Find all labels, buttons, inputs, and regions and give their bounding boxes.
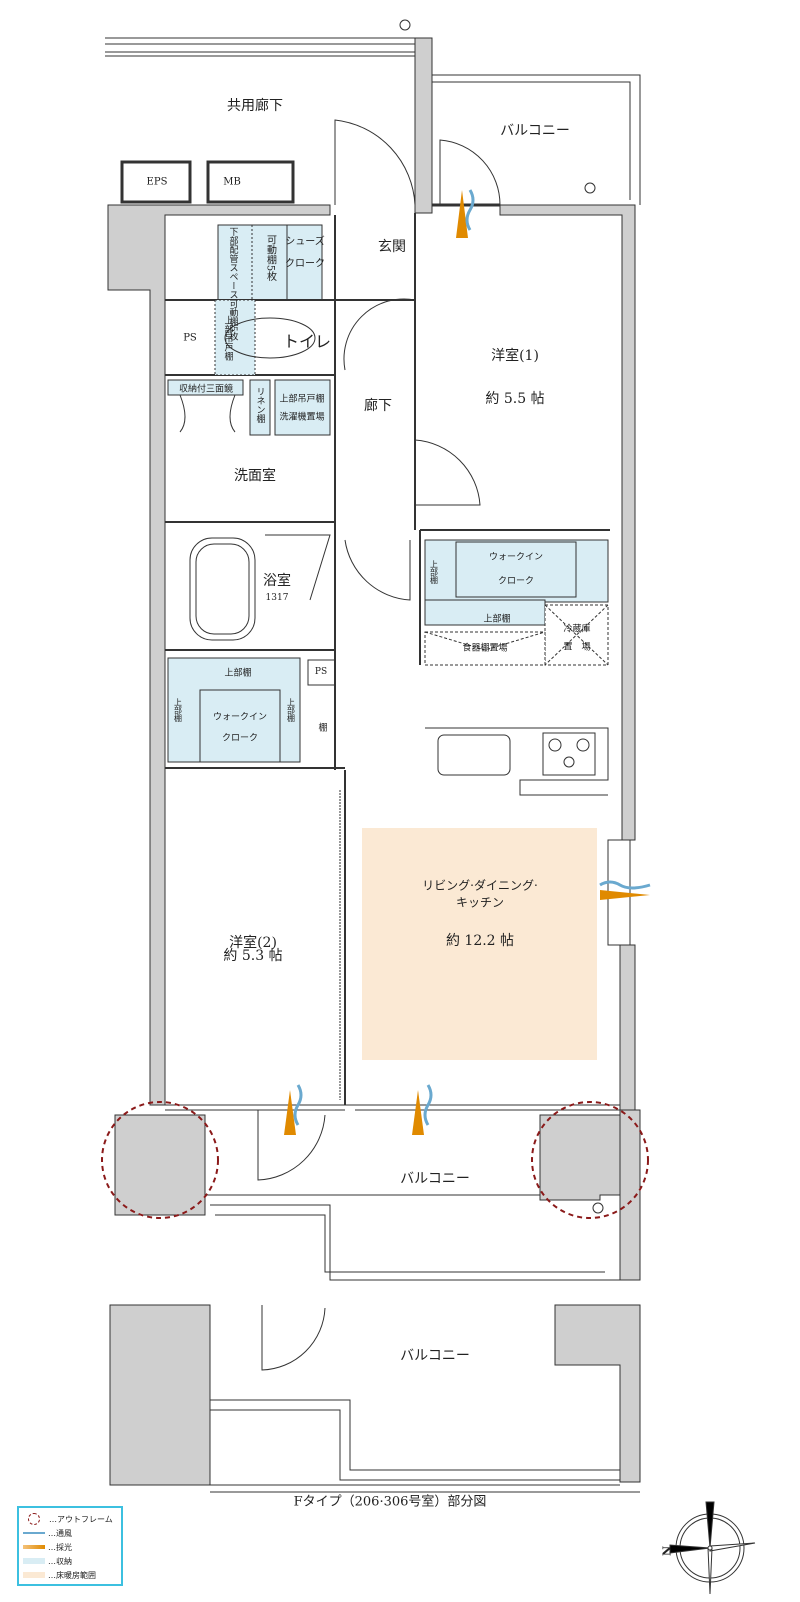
- label-balcony-lower: バルコニー: [400, 1348, 470, 1364]
- label-fridge-2: 置 場: [563, 642, 591, 653]
- bathtub: [189, 537, 256, 641]
- label-wic1-upper-side: 上部棚: [429, 560, 439, 584]
- label-bathroom: 浴室: [263, 573, 291, 589]
- label-balcony-bottom: バルコニー: [400, 1171, 470, 1187]
- label-entrance: 玄関: [378, 239, 406, 255]
- lower-wall-left: [109, 1304, 211, 1486]
- sink: [437, 734, 511, 776]
- label-shoes-cloak-2: クローク: [285, 258, 325, 270]
- label-wic2-1: ウォークイン: [212, 712, 268, 723]
- label-eps: EPS: [146, 176, 168, 188]
- wall-column: [414, 37, 433, 214]
- label-storage-mirror: 収納付三面鏡: [178, 384, 234, 395]
- legend-label: …アウトフレーム: [49, 1514, 113, 1524]
- storage-swatch-icon: [23, 1558, 45, 1564]
- legend-item-floor-heating: …床暖房範囲: [23, 1568, 117, 1582]
- label-under-pipe: 下部配管スペース可動棚5枚: [227, 227, 238, 341]
- storage-top: [217, 224, 323, 301]
- label-ldk-size: 約 12.2 帖: [445, 933, 515, 949]
- kitchen-counter: [425, 727, 609, 796]
- floor-heating-area: [362, 828, 597, 1060]
- label-western1: 洋室(1): [491, 348, 539, 364]
- legend: …アウトフレーム …通風 …採光 …収納 …床暖房範囲: [17, 1506, 123, 1586]
- lower-wall-right: [554, 1304, 641, 1483]
- eps-box: [120, 160, 192, 204]
- dashed-circle-icon: [28, 1513, 40, 1525]
- label-washer: 洗濯機置場: [279, 412, 325, 423]
- legend-label: …採光: [48, 1542, 72, 1552]
- storage-laundry: [167, 379, 244, 396]
- label-wic2-upper-left: 上部棚: [173, 698, 183, 722]
- label-western1-size: 約 5.5 帖: [485, 391, 545, 407]
- balcony-top-outline: [432, 74, 641, 205]
- label-toilet: トイレ: [282, 332, 332, 351]
- compass: [669, 1501, 756, 1595]
- right-wall: [499, 204, 636, 841]
- plan-title: Fタイプ（206·306号室）部分図: [293, 1494, 487, 1510]
- legend-label: …床暖房範囲: [48, 1570, 96, 1580]
- label-ps-2: PS: [314, 667, 328, 677]
- label-wic1-2: クローク: [497, 576, 535, 587]
- label-shelf: 棚: [318, 723, 328, 734]
- floor-heating-swatch-icon: [23, 1572, 45, 1578]
- label-common-corridor: 共用廊下: [227, 98, 283, 114]
- stove: [542, 732, 596, 776]
- label-upper-cabinet: 上部吊戸棚: [279, 394, 325, 405]
- label-cupboard: 食器棚置場: [462, 643, 508, 654]
- outframe-circle-right: [531, 1101, 649, 1219]
- light-wind-markers: [284, 189, 651, 1135]
- label-ps-1: PS: [183, 332, 197, 344]
- label-fridge-1: 冷蔵庫: [563, 624, 591, 635]
- label-balcony-top: バルコニー: [500, 123, 570, 139]
- mb-box: [206, 160, 295, 204]
- label-wic2-upper-top: 上部棚: [224, 668, 252, 679]
- legend-label: …収納: [48, 1556, 72, 1566]
- corridor-rails: [105, 19, 415, 57]
- outframe-block-left: [114, 1114, 206, 1216]
- label-linen: リネン棚: [254, 387, 265, 423]
- label-hallway: 廊下: [364, 398, 392, 414]
- wind-wave-icon: [23, 1532, 45, 1534]
- outframe-circle-left: [101, 1101, 219, 1219]
- label-ldk-1: リビング·ダイニング·: [422, 878, 538, 893]
- label-washroom: 洗面室: [234, 468, 276, 484]
- label-bathroom-size: 1317: [265, 593, 289, 603]
- compass-north-label: N: [660, 1545, 674, 1557]
- label-western2: 洋室(2): [229, 935, 277, 951]
- label-wic2-2: クローク: [221, 733, 259, 744]
- label-wic1-1: ウォークイン: [488, 552, 544, 563]
- legend-label: …通風: [48, 1528, 72, 1538]
- legend-item-wind: …通風: [23, 1526, 117, 1540]
- balcony-bottom-outline: [150, 1104, 620, 1281]
- legend-item-light: …採光: [23, 1540, 117, 1554]
- legend-item-storage: …収納: [23, 1554, 117, 1568]
- legend-item-outframe: …アウトフレーム: [23, 1512, 117, 1526]
- light-wedge-icon: [23, 1545, 45, 1549]
- label-wic2-upper-right: 上部棚: [286, 698, 296, 722]
- label-western2-size: 約 5.3 帖: [223, 948, 283, 964]
- label-toilet-upper: 上部吊戸棚: [222, 315, 233, 361]
- label-shoes-cloak-1: シューズ: [285, 236, 325, 248]
- label-movable-shelf: 可動棚5枚: [264, 234, 276, 282]
- label-mb: MB: [223, 176, 241, 188]
- label-ldk-2: キッチン: [455, 895, 505, 910]
- label-wic1-upper-bottom: 上部棚: [483, 614, 511, 625]
